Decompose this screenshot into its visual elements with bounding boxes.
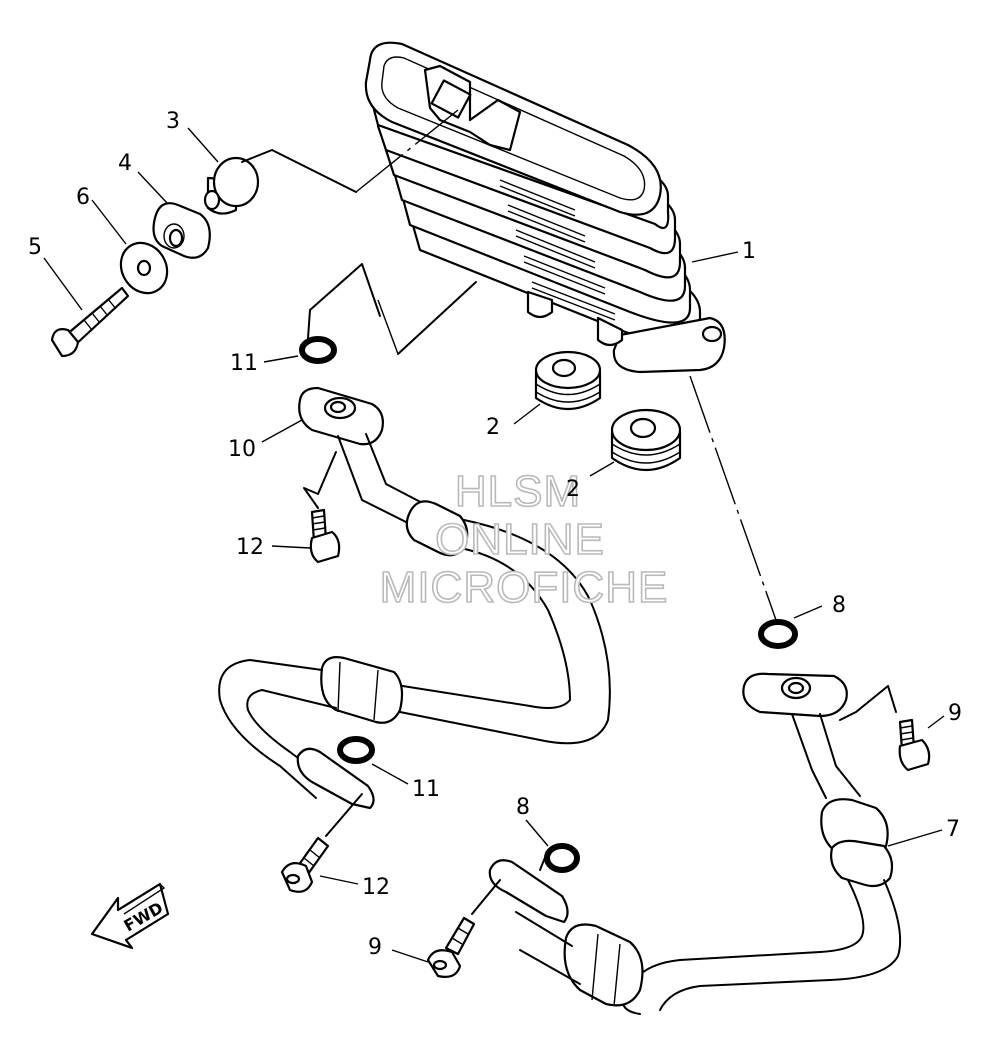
washer: [119, 241, 169, 295]
callout-7: 7: [946, 817, 960, 842]
oil-cooler: [364, 41, 726, 374]
callout-2b: 2: [566, 477, 580, 502]
callout-9a: 9: [948, 701, 962, 726]
callout-2a: 2: [486, 415, 500, 440]
callout-5: 5: [28, 235, 42, 260]
callout-4: 4: [118, 151, 132, 176]
grommet: [152, 202, 211, 259]
collar: [203, 156, 260, 215]
callout-9b: 9: [368, 935, 382, 960]
bolt-5: [50, 286, 130, 358]
bolt-12-upper: [309, 508, 341, 564]
callout-12b: 12: [362, 875, 390, 900]
watermark: HLSM ONLINE MICROFICHE: [379, 466, 669, 613]
watermark-line-2: ONLINE: [435, 515, 605, 564]
leader-lines: [43, 127, 945, 963]
o-ring-11-lower: [337, 736, 375, 764]
callout-6: 6: [76, 185, 90, 210]
oil-pipe-right: [488, 672, 902, 1015]
callout-11b: 11: [412, 777, 440, 802]
callout-8b: 8: [516, 795, 530, 820]
callout-3: 3: [166, 109, 180, 134]
assembly-lines: [241, 109, 897, 915]
bolt-12-lower: [280, 836, 330, 893]
o-ring-8-lower: [544, 843, 580, 873]
callout-11a: 11: [230, 351, 258, 376]
bolt-9-lower: [426, 916, 476, 978]
callout-1: 1: [742, 239, 756, 264]
callout-10: 10: [228, 437, 256, 462]
damper-upper: [534, 350, 602, 410]
watermark-line-1: HLSM: [455, 467, 581, 516]
watermark-line-3: MICROFICHE: [380, 563, 669, 612]
fwd-arrow-icon: FWD: [90, 882, 170, 950]
damper-lower: [610, 408, 682, 471]
callout-8a: 8: [832, 593, 846, 618]
oil-pipe-left: [218, 386, 611, 810]
o-ring-11-upper: [299, 336, 337, 364]
callouts: 1 2 2 3 4 5 6 7 8 8 9 9 10 11 11 12 12: [28, 109, 962, 960]
o-ring-8-upper: [758, 619, 798, 649]
bolt-9-right: [898, 718, 931, 772]
callout-12a: 12: [236, 535, 264, 560]
